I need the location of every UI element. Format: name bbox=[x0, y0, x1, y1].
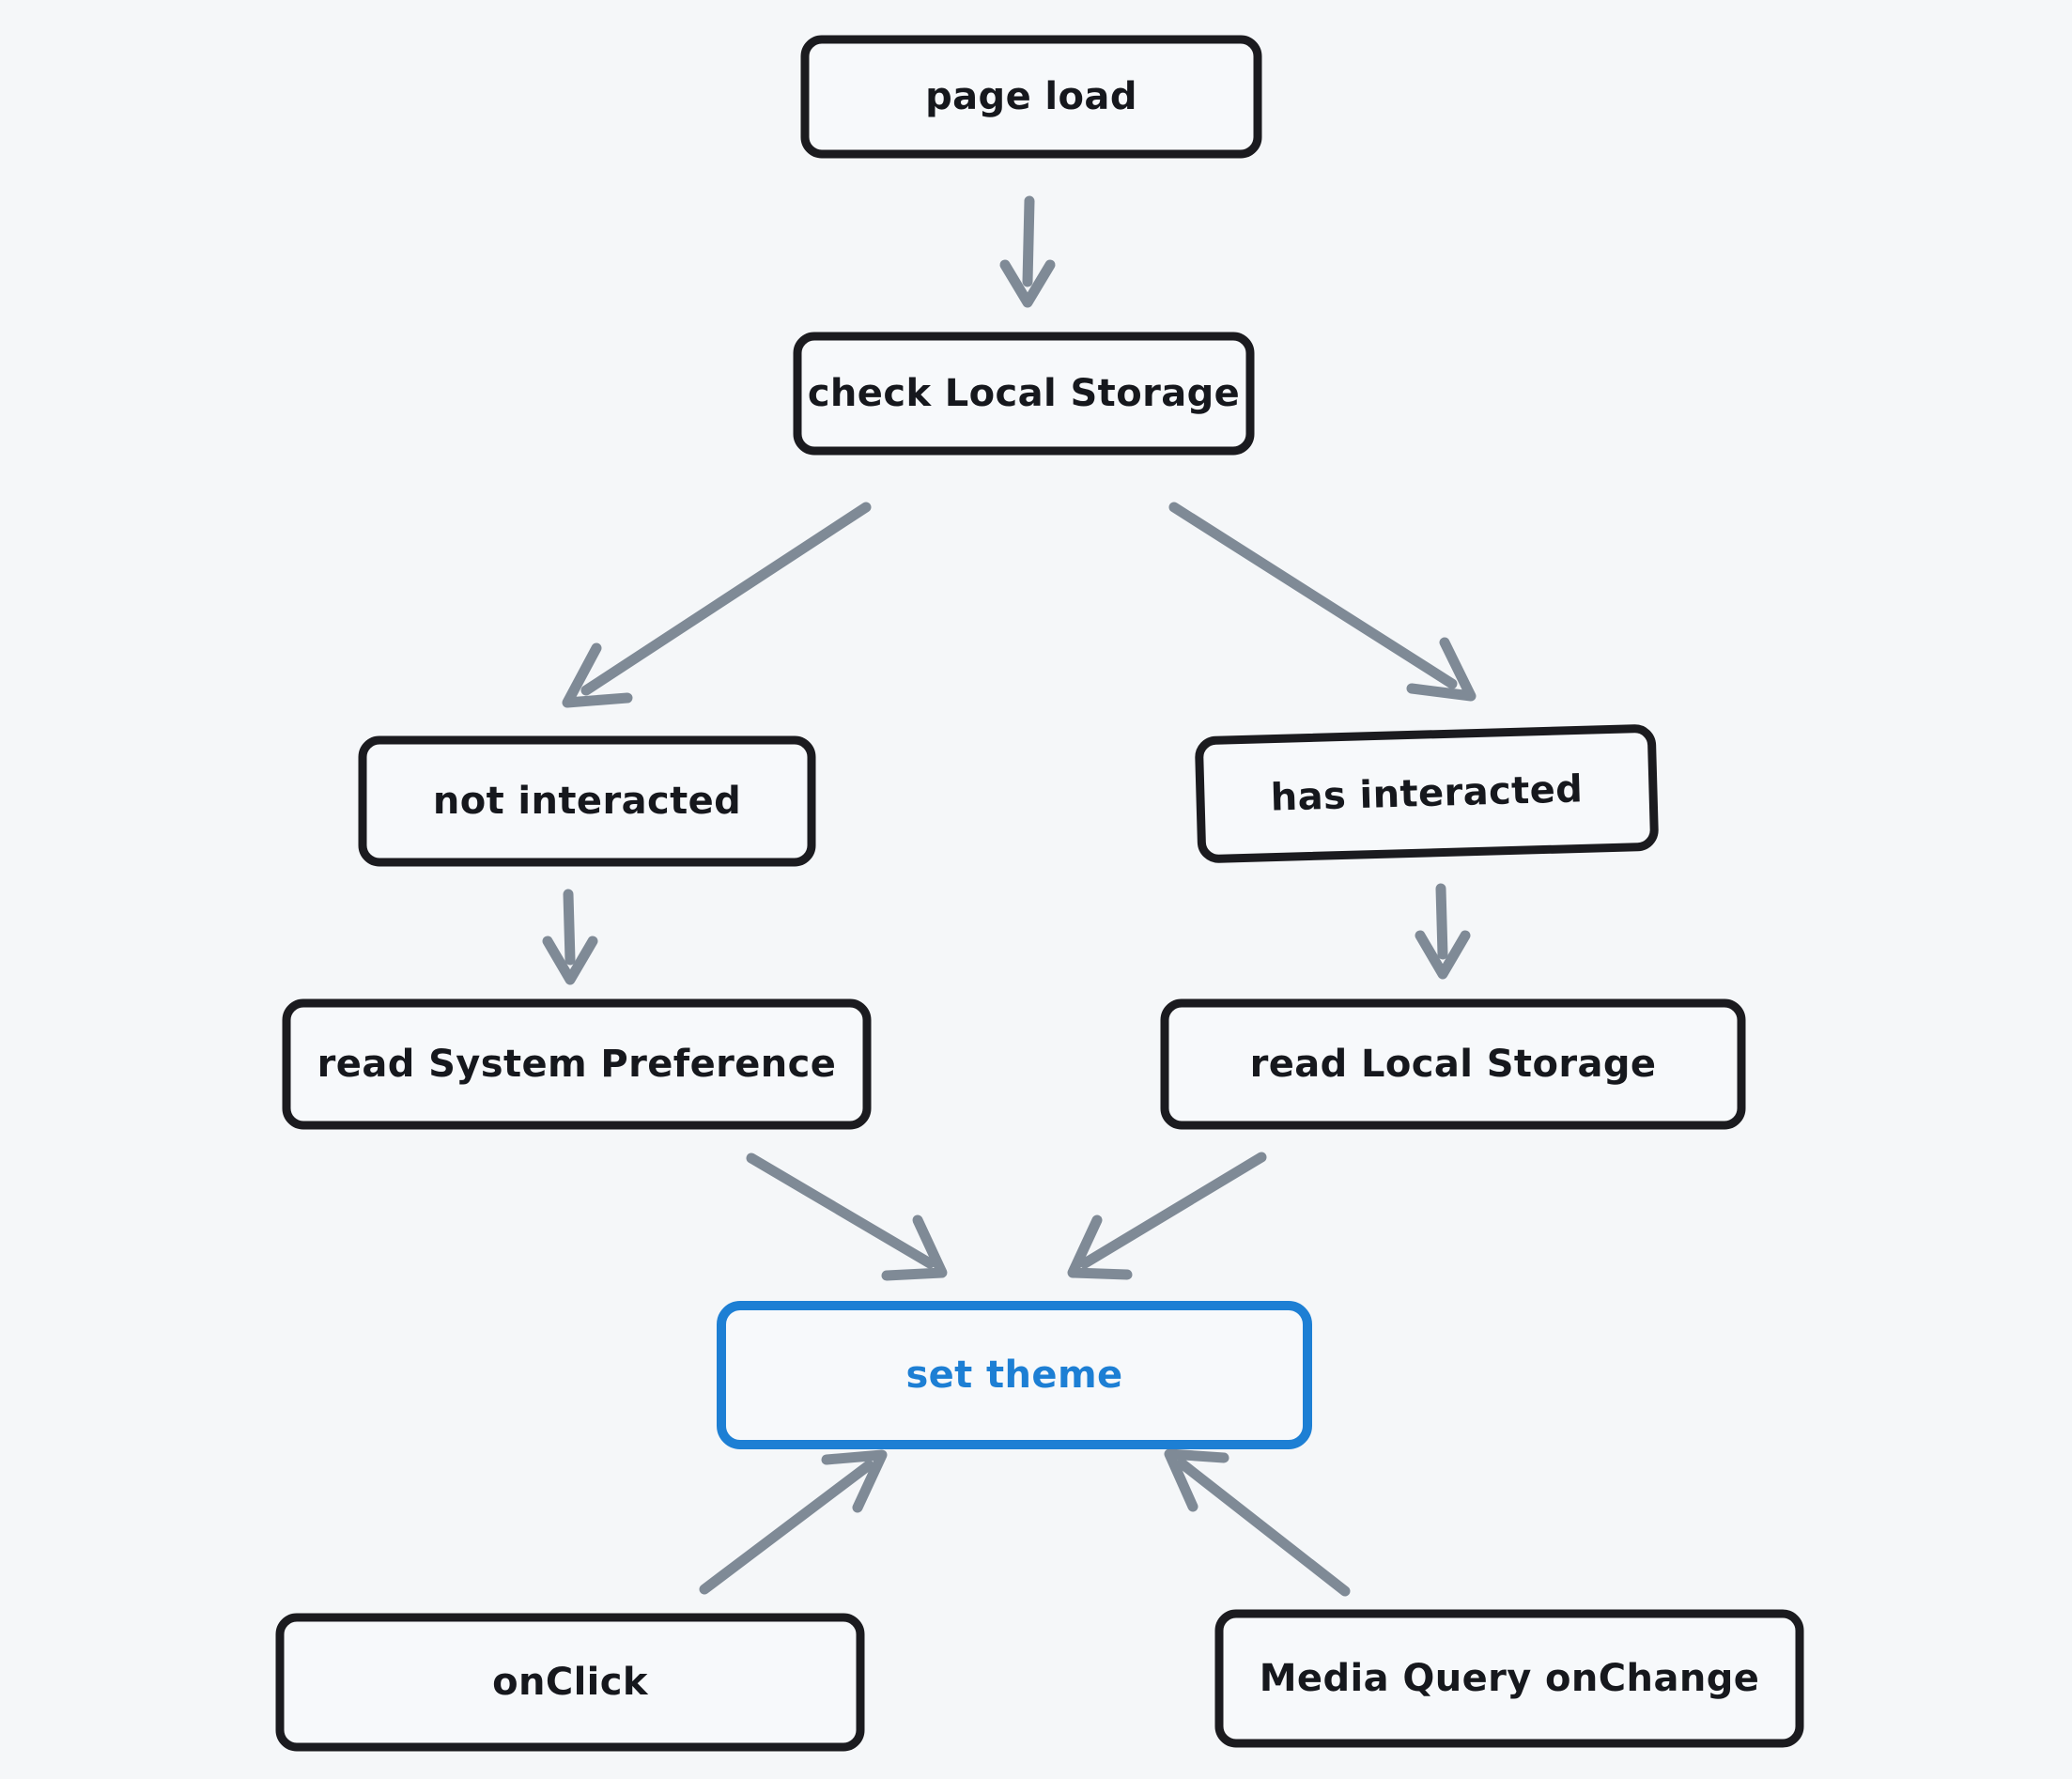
node-layer: page load check Local Storage not intera… bbox=[275, 35, 1804, 1752]
node-not-interacted-label: not interacted bbox=[433, 780, 741, 823]
node-read-local-storage-shape bbox=[1160, 998, 1746, 1130]
edge-layer bbox=[542, 195, 1477, 1597]
edge-check-local-storage-to-has-interacted bbox=[1168, 502, 1477, 702]
node-not-interacted[interactable]: not interacted bbox=[358, 735, 816, 867]
node-on-click-shape bbox=[275, 1613, 865, 1752]
node-not-interacted-shape bbox=[358, 735, 816, 867]
edge-media-query-onchange-to-set-theme bbox=[1164, 1448, 1351, 1597]
node-set-theme[interactable]: set theme bbox=[717, 1301, 1312, 1449]
edge-not-interacted-to-read-system-preference bbox=[542, 889, 598, 985]
node-media-query-onchange-label: Media Query onChange bbox=[1260, 1657, 1760, 1700]
node-check-local-storage-shape bbox=[793, 332, 1255, 456]
edge-check-local-storage-to-not-interacted bbox=[562, 502, 872, 708]
node-read-local-storage-label: read Local Storage bbox=[1250, 1043, 1657, 1086]
node-read-local-storage[interactable]: read Local Storage bbox=[1160, 998, 1746, 1130]
edge-on-click-to-set-theme bbox=[699, 1449, 888, 1595]
node-media-query-onchange-shape bbox=[1214, 1609, 1804, 1748]
node-page-load[interactable]: page load bbox=[800, 35, 1262, 159]
node-read-system-preference-shape bbox=[282, 998, 872, 1130]
node-has-interacted[interactable]: has interacted bbox=[1195, 724, 1659, 863]
node-has-interacted-shape bbox=[1195, 724, 1659, 863]
edge-read-local-storage-to-set-theme bbox=[1067, 1152, 1267, 1280]
edge-has-interacted-to-read-local-storage bbox=[1415, 883, 1471, 980]
node-page-load-label: page load bbox=[925, 75, 1137, 118]
node-has-interacted-label: has interacted bbox=[1270, 767, 1584, 819]
node-set-theme-shape bbox=[717, 1301, 1312, 1449]
node-on-click-label: onClick bbox=[492, 1661, 649, 1704]
node-set-theme-label: set theme bbox=[905, 1354, 1122, 1397]
node-media-query-onchange[interactable]: Media Query onChange bbox=[1214, 1609, 1804, 1748]
node-on-click[interactable]: onClick bbox=[275, 1613, 865, 1752]
node-page-load-shape bbox=[800, 35, 1262, 159]
node-read-system-preference-label: read System Preference bbox=[317, 1043, 837, 1086]
node-check-local-storage-label: check Local Storage bbox=[808, 372, 1240, 415]
node-check-local-storage[interactable]: check Local Storage bbox=[793, 332, 1255, 456]
node-read-system-preference[interactable]: read System Preference bbox=[282, 998, 872, 1130]
edge-page-load-to-check-local-storage bbox=[999, 195, 1056, 308]
edge-read-system-preference-to-set-theme bbox=[746, 1152, 948, 1281]
